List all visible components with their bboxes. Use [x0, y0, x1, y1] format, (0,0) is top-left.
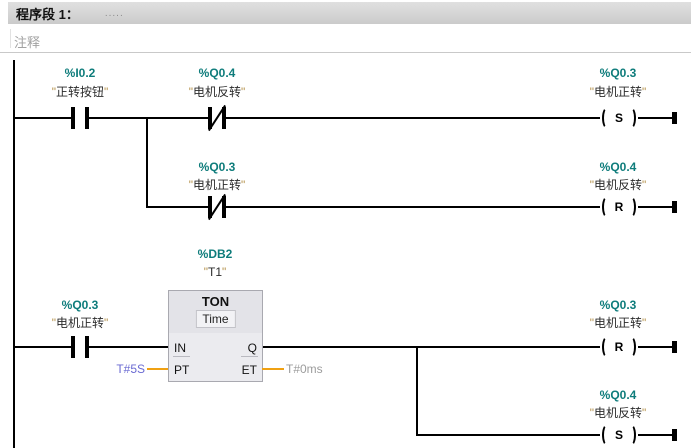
- rung4-coil-address[interactable]: %Q0.4: [599, 388, 637, 402]
- rung2-wire: [146, 206, 675, 208]
- timer-pin-q: Q: [247, 341, 257, 355]
- network-comment-field[interactable]: 注释: [14, 35, 41, 50]
- set-coil-motor-forward[interactable]: S: [600, 106, 638, 130]
- left-power-rail: [13, 60, 15, 448]
- coil-left-paren-icon: [601, 424, 612, 446]
- rung1-contact1-name[interactable]: 正转按钮: [52, 85, 109, 99]
- rung1-contact2-name[interactable]: 电机反转: [189, 85, 246, 99]
- pt-value[interactable]: T#5S: [116, 362, 145, 376]
- timer-datatype-selector[interactable]: Time: [195, 310, 236, 328]
- nc-slash-icon: [207, 104, 227, 132]
- rung2-contact-address[interactable]: %Q0.3: [198, 160, 236, 174]
- nc-slash-icon: [207, 193, 227, 221]
- rung4-wire: [416, 434, 675, 436]
- coil-symbol: R: [614, 340, 624, 354]
- coil-right-paren-icon: [626, 424, 636, 446]
- coil-symbol: S: [614, 111, 623, 125]
- timer-pin-et: ET: [241, 363, 257, 377]
- reset-coil-motor-reverse[interactable]: R: [600, 195, 638, 219]
- rung3-wire-right: [262, 346, 675, 348]
- reset-coil-motor-forward[interactable]: R: [600, 335, 638, 359]
- nc-contact-motor-reverse[interactable]: [207, 104, 227, 132]
- rung3-coil-name[interactable]: 电机正转: [590, 316, 647, 330]
- branch-wire-rung1-2: [146, 117, 148, 208]
- rung3-contact-name[interactable]: 电机正转: [52, 316, 109, 330]
- no-contact-motor-forward[interactable]: [71, 336, 89, 358]
- rung2-contact-name[interactable]: 电机正转: [189, 178, 246, 192]
- timer-pin-pt: PT: [174, 363, 190, 377]
- rung1-coil-address[interactable]: %Q0.3: [599, 66, 637, 80]
- rung1-contact2-address[interactable]: %Q0.4: [198, 66, 236, 80]
- rung2-coil-name[interactable]: 电机反转: [590, 178, 647, 192]
- timer-type-label: TON: [201, 294, 230, 309]
- coil-left-paren-icon: [601, 196, 612, 218]
- network-title: 程序段 1：: [16, 6, 79, 22]
- coil-right-paren-icon: [626, 336, 637, 358]
- rung1-right-terminal: [672, 112, 677, 124]
- rung4-coil-name[interactable]: 电机反转: [590, 406, 647, 420]
- branch-wire-rung3-4: [416, 346, 418, 436]
- coil-right-paren-icon: [626, 196, 637, 218]
- rung1-contact1-address[interactable]: %I0.2: [64, 66, 96, 80]
- pin-separator: [173, 356, 190, 357]
- timer-db-address[interactable]: %DB2: [197, 247, 233, 261]
- rung3-coil-address[interactable]: %Q0.3: [599, 298, 637, 312]
- coil-left-paren-icon: [601, 107, 612, 129]
- no-contact-forward-button[interactable]: [71, 107, 89, 129]
- coil-right-paren-icon: [626, 107, 636, 129]
- header-divider: [0, 52, 691, 53]
- rung2-coil-address[interactable]: %Q0.4: [599, 160, 637, 174]
- timer-instance-name[interactable]: T1: [204, 265, 227, 279]
- coil-left-paren-icon: [601, 336, 612, 358]
- coil-symbol: S: [614, 428, 623, 442]
- nc-contact-motor-forward[interactable]: [207, 193, 227, 221]
- set-coil-motor-reverse[interactable]: S: [600, 423, 638, 447]
- comment-field-edge: [10, 29, 11, 48]
- coil-symbol: R: [614, 200, 624, 214]
- ton-timer-block[interactable]: TON Time IN Q PT ET: [168, 290, 263, 382]
- pt-input-wire: [147, 368, 168, 370]
- rung4-right-terminal: [672, 429, 677, 441]
- pin-separator: [241, 356, 258, 357]
- et-value[interactable]: T#0ms: [286, 362, 323, 376]
- rung2-right-terminal: [672, 201, 677, 213]
- rung1-wire: [15, 117, 675, 119]
- network-title-dots: .....: [104, 7, 124, 19]
- rung3-wire-left: [15, 346, 170, 348]
- network-header-bar[interactable]: 程序段 1： .....: [8, 2, 691, 24]
- rung3-right-terminal: [672, 341, 677, 353]
- rung3-contact-address[interactable]: %Q0.3: [61, 298, 99, 312]
- rung1-coil-name[interactable]: 电机正转: [590, 85, 647, 99]
- et-output-wire: [262, 368, 284, 370]
- timer-pin-in: IN: [174, 341, 186, 355]
